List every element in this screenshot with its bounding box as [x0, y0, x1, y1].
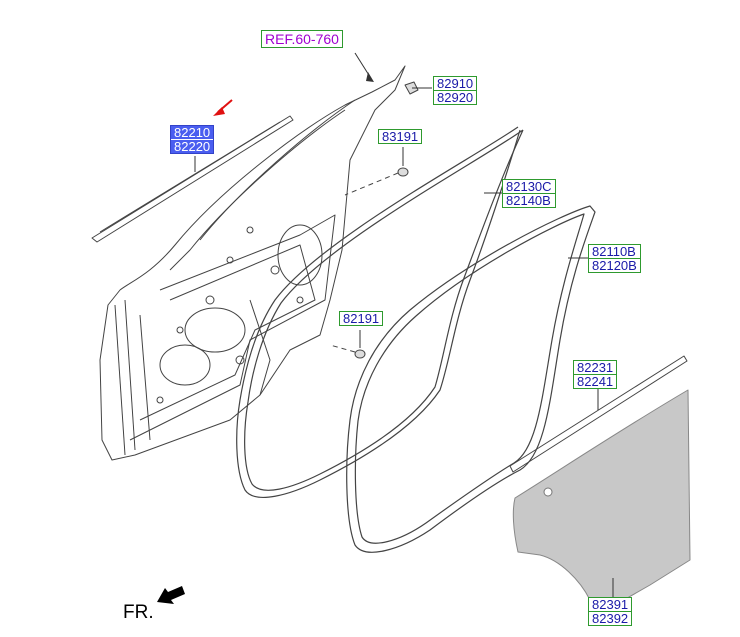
glass-weatherstrip-drawing — [91, 115, 294, 243]
front-direction-arrow-icon — [157, 586, 185, 604]
upper-plug-drawing — [397, 167, 409, 177]
reference-text: REF.60-760 — [265, 31, 339, 47]
part-number: 82910 — [437, 76, 474, 91]
callout-door-glass-weatherstrip[interactable]: 82210 82220 — [170, 125, 215, 154]
front-direction-label: FR. — [123, 602, 154, 623]
body-weatherstrip-drawing — [346, 205, 596, 553]
part-number: 82920 — [434, 90, 477, 104]
part-number: 82231 — [577, 360, 614, 375]
part-number: 82392 — [589, 611, 632, 625]
callout-door-side-weatherstrip[interactable]: 82130C 82140B — [502, 179, 556, 208]
part-number: 82110B — [592, 244, 636, 259]
indicator-arrow-icon — [213, 99, 233, 116]
vapor-cover-drawing — [512, 389, 691, 606]
door-weatherstrip-drawing — [236, 126, 524, 498]
callout-clip-pair[interactable]: 82910 82920 — [433, 76, 478, 105]
beltline-weatherstrip-drawing — [509, 355, 688, 473]
part-number: 82130C — [506, 179, 552, 194]
part-number: 82120B — [589, 258, 640, 272]
part-number: 82241 — [574, 374, 617, 388]
part-number: 82391 — [592, 597, 629, 612]
door-panel-drawing — [99, 65, 406, 461]
part-number: 83191 — [382, 129, 419, 144]
reference-label[interactable]: REF.60-760 — [261, 30, 343, 48]
part-number: 82210 — [174, 125, 211, 140]
callout-plug-upper[interactable]: 83191 — [378, 129, 423, 144]
part-number: 82191 — [343, 311, 380, 326]
lower-plug-drawing — [354, 349, 366, 359]
callout-vapor-cover[interactable]: 82391 82392 — [588, 597, 633, 626]
part-number: 82140B — [503, 193, 555, 207]
clip-drawing — [404, 81, 419, 95]
callout-plug-lower[interactable]: 82191 — [339, 311, 384, 326]
callout-body-side-weatherstrip[interactable]: 82110B 82120B — [588, 244, 641, 273]
callout-inner-beltline-weatherstrip[interactable]: 82231 82241 — [573, 360, 618, 389]
part-number: 82220 — [171, 139, 214, 153]
